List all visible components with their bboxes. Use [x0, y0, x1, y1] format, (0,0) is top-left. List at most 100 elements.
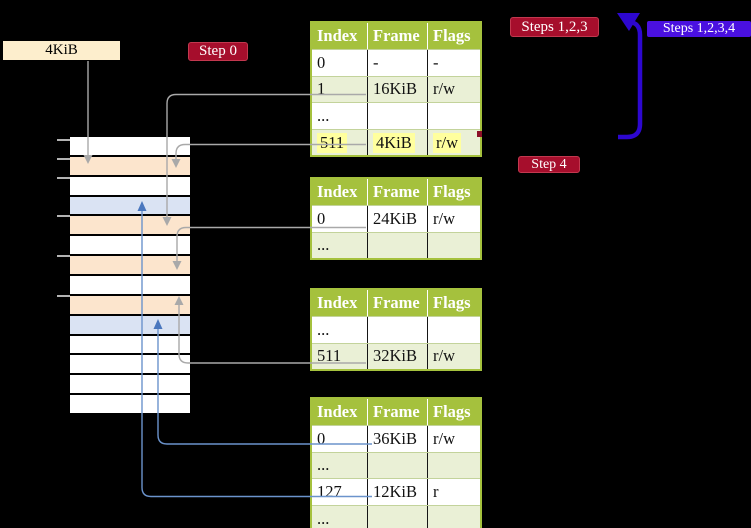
cell-text: 0	[317, 208, 326, 228]
badge-step-4: Step 4	[518, 156, 580, 173]
table-cell: r	[428, 479, 480, 505]
table-cell: 0	[312, 426, 368, 452]
cell-text: r/w	[433, 132, 461, 153]
tick-mark	[57, 295, 70, 297]
table-cell: 12KiB	[368, 479, 428, 505]
cell-text: r/w	[433, 346, 455, 366]
table-row: 0 - -	[312, 49, 480, 76]
column-header: Flags	[433, 402, 471, 421]
table-cell	[368, 232, 428, 259]
memory-row	[70, 335, 190, 354]
table-row: 511 4KiB r/w	[312, 128, 480, 156]
memory-row	[70, 276, 190, 294]
tick-mark	[57, 255, 70, 257]
memory-row	[70, 216, 190, 235]
memory-row	[70, 256, 190, 275]
cell-text: 0	[317, 428, 326, 448]
cell-text: 32KiB	[373, 346, 418, 366]
memory-row	[70, 156, 190, 175]
table-row: 127 12KiB r	[312, 478, 480, 505]
column-header: Frame	[368, 290, 428, 316]
cell-text: ...	[317, 235, 330, 255]
table-cell: 0	[312, 50, 368, 76]
table-cell: ...	[312, 103, 368, 129]
cell-text: 511	[317, 346, 342, 366]
table-cell: r/w	[428, 77, 480, 103]
column-header: Flags	[433, 182, 471, 201]
table-cell: 511	[312, 343, 368, 370]
cell-text: 24KiB	[373, 208, 418, 228]
cell-text: 0	[317, 52, 326, 72]
table-cell: -	[368, 50, 428, 76]
table-cell: 511	[312, 129, 368, 156]
cell-text: -	[373, 52, 379, 72]
column-header: Index	[312, 179, 368, 205]
memory-row	[70, 176, 190, 195]
table-cell	[428, 506, 480, 528]
badge-steps-1-2-3-4: Steps 1,2,3,4	[647, 21, 751, 37]
column-header: Frame	[368, 179, 428, 205]
badge-steps-1-2-3: Steps 1,2,3	[510, 17, 599, 37]
cell-text: r/w	[433, 428, 455, 448]
cell-text: r/w	[433, 208, 455, 228]
physical-memory-stack	[70, 137, 190, 414]
table-cell: ...	[312, 232, 368, 259]
column-header: Index	[312, 290, 368, 316]
memory-row	[70, 196, 190, 215]
column-header: Flags	[433, 293, 471, 312]
table-cell: ...	[312, 505, 368, 528]
table-row: 511 32KiB r/w	[312, 342, 480, 370]
memory-size-label: 4KiB	[3, 41, 120, 60]
table-cell: r/w	[428, 344, 480, 370]
tick-mark	[57, 215, 70, 217]
column-header: Flags	[433, 26, 471, 45]
table-cell	[368, 505, 428, 528]
cell-text: r	[433, 481, 439, 501]
table-cell: r/w	[428, 206, 480, 232]
cell-text: ...	[317, 105, 330, 125]
table-cell: ...	[312, 317, 368, 343]
column-header: Frame	[368, 23, 428, 49]
table-cell: -	[428, 50, 480, 76]
cell-text: 4KiB	[373, 132, 415, 153]
memory-row	[70, 236, 190, 255]
cell-text: ...	[317, 508, 330, 528]
memory-row	[70, 375, 190, 394]
table-row: ...	[312, 316, 480, 343]
tick-mark	[57, 139, 70, 141]
cell-text: 1	[317, 79, 326, 99]
table-cell	[368, 317, 428, 343]
table-cell: r/w	[428, 130, 480, 156]
bracket-stem	[618, 19, 643, 140]
table-cell: 32KiB	[368, 343, 428, 370]
memory-row	[70, 395, 190, 414]
table-cell	[428, 453, 480, 479]
steps-bracket-arrow	[617, 13, 643, 140]
column-header: Index	[312, 399, 368, 425]
table-row: ...	[312, 504, 480, 528]
cell-text: r/w	[433, 79, 455, 99]
table-cell	[428, 103, 480, 129]
table-cell: 127	[312, 479, 368, 505]
memory-row	[70, 315, 190, 334]
cell-text: 127	[317, 481, 342, 501]
table-row: ...	[312, 102, 480, 129]
cell-text: 12KiB	[373, 481, 418, 501]
table-row: ...	[312, 451, 480, 479]
memory-row	[70, 295, 190, 314]
table-cell	[428, 233, 480, 259]
cell-text: ...	[317, 455, 330, 475]
cell-text: ...	[317, 319, 330, 339]
cell-text: 511	[317, 132, 348, 153]
tick-mark	[57, 177, 70, 179]
table-cell: 16KiB	[368, 76, 428, 103]
